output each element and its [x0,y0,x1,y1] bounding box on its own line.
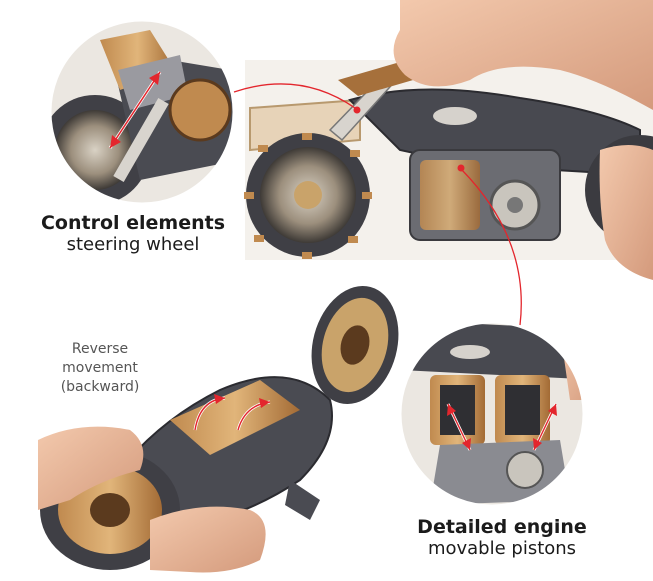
steering-wheel-subtitle: steering wheel [66,234,200,255]
reverse-movement-caption: Reverse movement (backward) [40,340,160,397]
reverse-movement-photo [38,286,399,573]
detailed-engine-caption: Detailed engine movable pistons [402,516,602,560]
reverse-line-2: movement [62,360,138,376]
control-elements-caption: Control elements steering wheel [28,212,238,256]
detailed-engine-title: Detailed engine [417,516,587,538]
callout-line-steering [233,83,356,109]
control-elements-title: Control elements [40,212,226,234]
steering-detail-inset [48,18,236,206]
engine-detail-inset [398,320,586,508]
movable-pistons-subtitle: movable pistons [427,538,577,559]
motorcycle-main-photo [244,0,653,280]
reverse-line-1: Reverse [71,341,129,357]
reverse-line-3: (backward) [60,379,140,395]
callout-line-engine [461,169,522,326]
